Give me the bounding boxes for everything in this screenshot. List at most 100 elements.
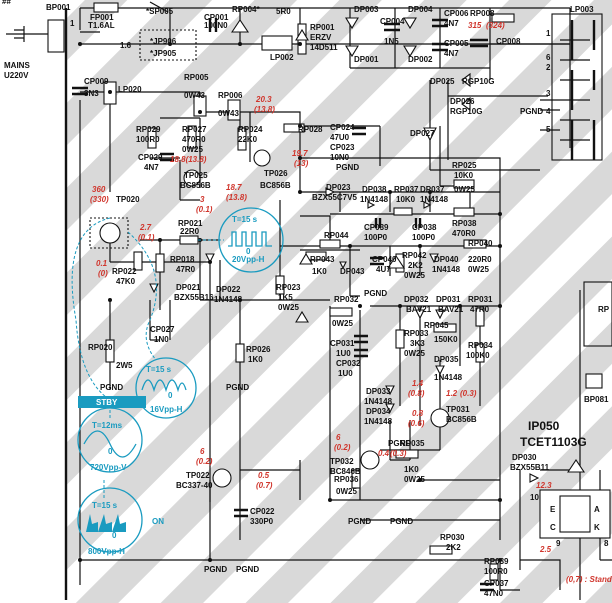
pgnd-4: PGND — [226, 383, 249, 392]
meas-rp028: 19.7 — [292, 149, 308, 158]
cp005-label: CP005 — [444, 39, 469, 48]
rp020-label: RP020 — [88, 343, 113, 352]
cp040-value: 4U7 — [376, 265, 391, 274]
dp031-label: DP031 — [436, 295, 461, 304]
rp021-value: 22R0 — [180, 227, 200, 236]
w3-zero: 0 — [108, 447, 113, 456]
fp001-value: T1.6AL — [88, 21, 115, 30]
pgnd-5: PGND — [364, 289, 387, 298]
dp032-value: BAV21 — [406, 305, 432, 314]
w2-zero: 0 — [168, 391, 173, 400]
rp001-value: ERZV — [310, 33, 332, 42]
meas-tp025: 18.7 — [226, 183, 242, 192]
junctions — [78, 42, 502, 562]
rp026-value: 1K0 — [248, 355, 263, 364]
tp025-label: TP025 — [184, 171, 208, 180]
w1-zero: 0 — [246, 247, 251, 256]
cp037-label: CP037 — [484, 579, 509, 588]
rp037-value: 10K0 — [396, 195, 416, 204]
cp039-label: CP039 — [364, 223, 389, 232]
meas-tp022-2: 0.5 — [258, 471, 270, 480]
stby-banner — [78, 396, 146, 408]
cp005-value: 4N7 — [444, 49, 459, 58]
meas-tp032-s: (0.3) — [390, 449, 407, 458]
bp001-label: BP001 — [46, 3, 71, 12]
rp034-value: 100K0 — [466, 351, 490, 360]
pgnd-7: PGND — [348, 517, 371, 526]
rp018-value: 47R0 — [176, 265, 196, 274]
ic-pin9: 9 — [556, 539, 561, 548]
sp005-label: *SP005 — [146, 7, 174, 16]
dp037-value: 1N4148 — [420, 195, 449, 204]
meas-tp022-2s: (0.7) — [256, 481, 273, 490]
cp022-value: 330P0 — [250, 517, 274, 526]
cp038-value: 100P0 — [412, 233, 436, 242]
rp030-value: 2K2 — [446, 543, 461, 552]
top-mark: ## — [2, 0, 11, 6]
pgnd-6: PGND — [388, 439, 411, 448]
meas-tp031-2: 0.8 — [412, 409, 424, 418]
meas-rp006: 20.3 — [255, 95, 272, 104]
cp024-value: 47U0 — [330, 133, 350, 142]
meas-tp031-2s: (0.6) — [408, 419, 425, 428]
rp035-label: RP035 — [400, 439, 425, 448]
waveform-annotations — [71, 207, 284, 553]
rp032-label: RP032 — [334, 295, 359, 304]
pin-1: 1 — [70, 19, 75, 28]
cp038-label: CP038 — [412, 223, 437, 232]
w4-period: T=15 s — [92, 501, 118, 510]
ic-pin-a: A — [594, 505, 600, 514]
trafo-pin-5: 5 — [546, 125, 551, 134]
meas-tp020: 360 — [92, 185, 106, 194]
waveform-20vpp — [218, 207, 284, 273]
rp022-label: RP022 — [112, 267, 137, 276]
waveform-16vpp — [135, 357, 197, 419]
meas-dp035: 1.4 — [412, 379, 424, 388]
cp031-value: 1U0 — [336, 349, 351, 358]
cp022-label: CP022 — [250, 507, 275, 516]
rp038-label: RP038 — [452, 219, 477, 228]
rp038-value: 470R0 — [452, 229, 476, 238]
rp040-power: 0W25 — [468, 265, 489, 274]
rp035-power: 0W25 — [404, 475, 425, 484]
cp040-label: CP040 — [372, 255, 397, 264]
cp006-value: 4N7 — [444, 19, 459, 28]
w2-period: T=15 s — [146, 365, 172, 374]
dp034-label: DP034 — [366, 407, 391, 416]
waveform-800vpp — [77, 487, 143, 553]
meas-tp025-2s: (0.1) — [196, 205, 213, 214]
ic-part-number: TCET1103G — [520, 435, 587, 449]
dp023-value: BZX55C7V5 — [312, 193, 357, 202]
cp031-label: CP031 — [330, 339, 355, 348]
rp005-label: RP005 — [184, 73, 209, 82]
meas-tp022-base-s: (0.2) — [196, 457, 213, 466]
cp027-value: 1N0 — [154, 335, 169, 344]
rp008-label: RP008 — [470, 9, 495, 18]
on-label: ON — [152, 517, 164, 526]
lp003-label: LP003 — [570, 5, 594, 14]
hatch-background — [65, 0, 612, 603]
rp004-value: 5R0 — [276, 7, 291, 16]
w3-amp: 720Vpp-V — [90, 463, 127, 472]
rp004-label: RP004* — [232, 5, 260, 14]
jp906-label: *JP906 — [150, 37, 177, 46]
trafo-pin-2: 2 — [546, 63, 551, 72]
tp020-label: TP020 — [116, 195, 140, 204]
rp026-label: RP026 — [246, 345, 271, 354]
ic-pin-e: E — [550, 505, 556, 514]
rp006-value: 0W43 — [218, 109, 239, 118]
tp022-value: BC337-40 — [176, 481, 213, 490]
meas-tp020-s: (330) — [90, 195, 109, 204]
dp033-value: 1N4148 — [364, 397, 393, 406]
rp042-value: 2K2 — [408, 261, 423, 270]
meas-tp031-s: (0.3) — [460, 389, 477, 398]
cp001-label: CP001 — [204, 13, 229, 22]
w4-amp: 800Vpp-H — [88, 547, 125, 556]
meas-ic: 2.5 — [539, 545, 552, 554]
dp004-label: DP004 — [408, 5, 433, 14]
tp026-value: BC856B — [260, 181, 291, 190]
meas-tp022-s: (0.2) — [334, 443, 351, 452]
tp032-label: TP032 — [330, 457, 354, 466]
